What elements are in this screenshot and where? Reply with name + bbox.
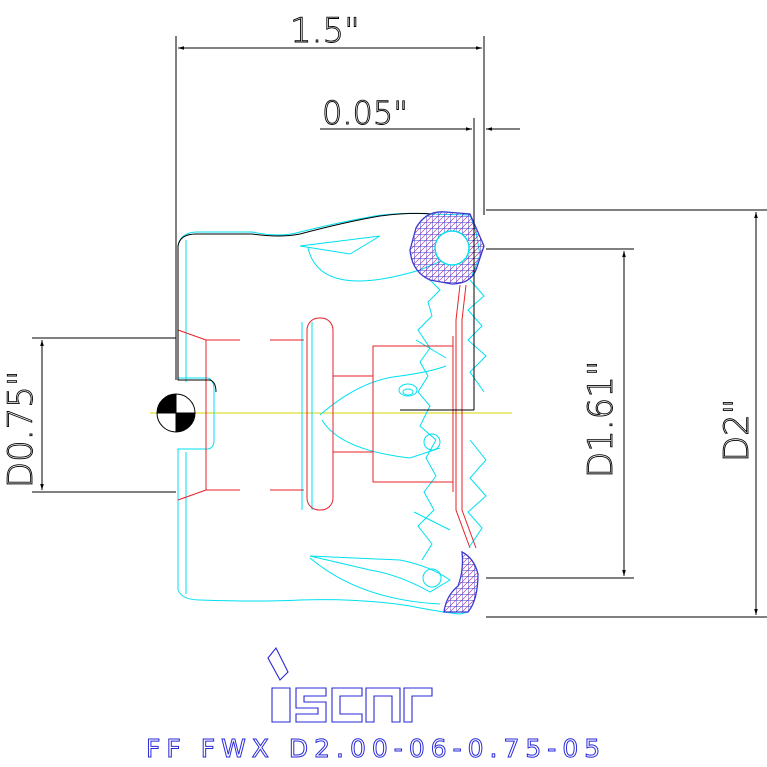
top-insert — [409, 211, 485, 285]
bore-hidden-lines — [177, 284, 477, 549]
dim-offset: 0.05" — [320, 94, 520, 278]
dim-bore: D0.75" — [1, 337, 176, 493]
cutter-profile — [177, 212, 475, 411]
part-number: FF FWX D2.00-06-0.75-05 — [146, 734, 606, 763]
dim-inner: D1.61" — [486, 248, 634, 579]
brand-logo: iscar — [267, 646, 433, 723]
centerline-symbol — [156, 393, 196, 433]
bottom-insert — [443, 550, 479, 613]
dim-bore-label: D0.75" — [1, 370, 41, 488]
dim-inner-label: D1.61" — [581, 360, 621, 478]
dim-cutting: D2" — [486, 209, 767, 618]
dim-cutting-label: D2" — [717, 399, 757, 462]
dim-offset-label: 0.05" — [322, 94, 408, 132]
dim-width: 1.5" — [175, 11, 485, 380]
dim-width-label: 1.5" — [290, 11, 360, 51]
cutter-body-outline — [177, 212, 487, 615]
